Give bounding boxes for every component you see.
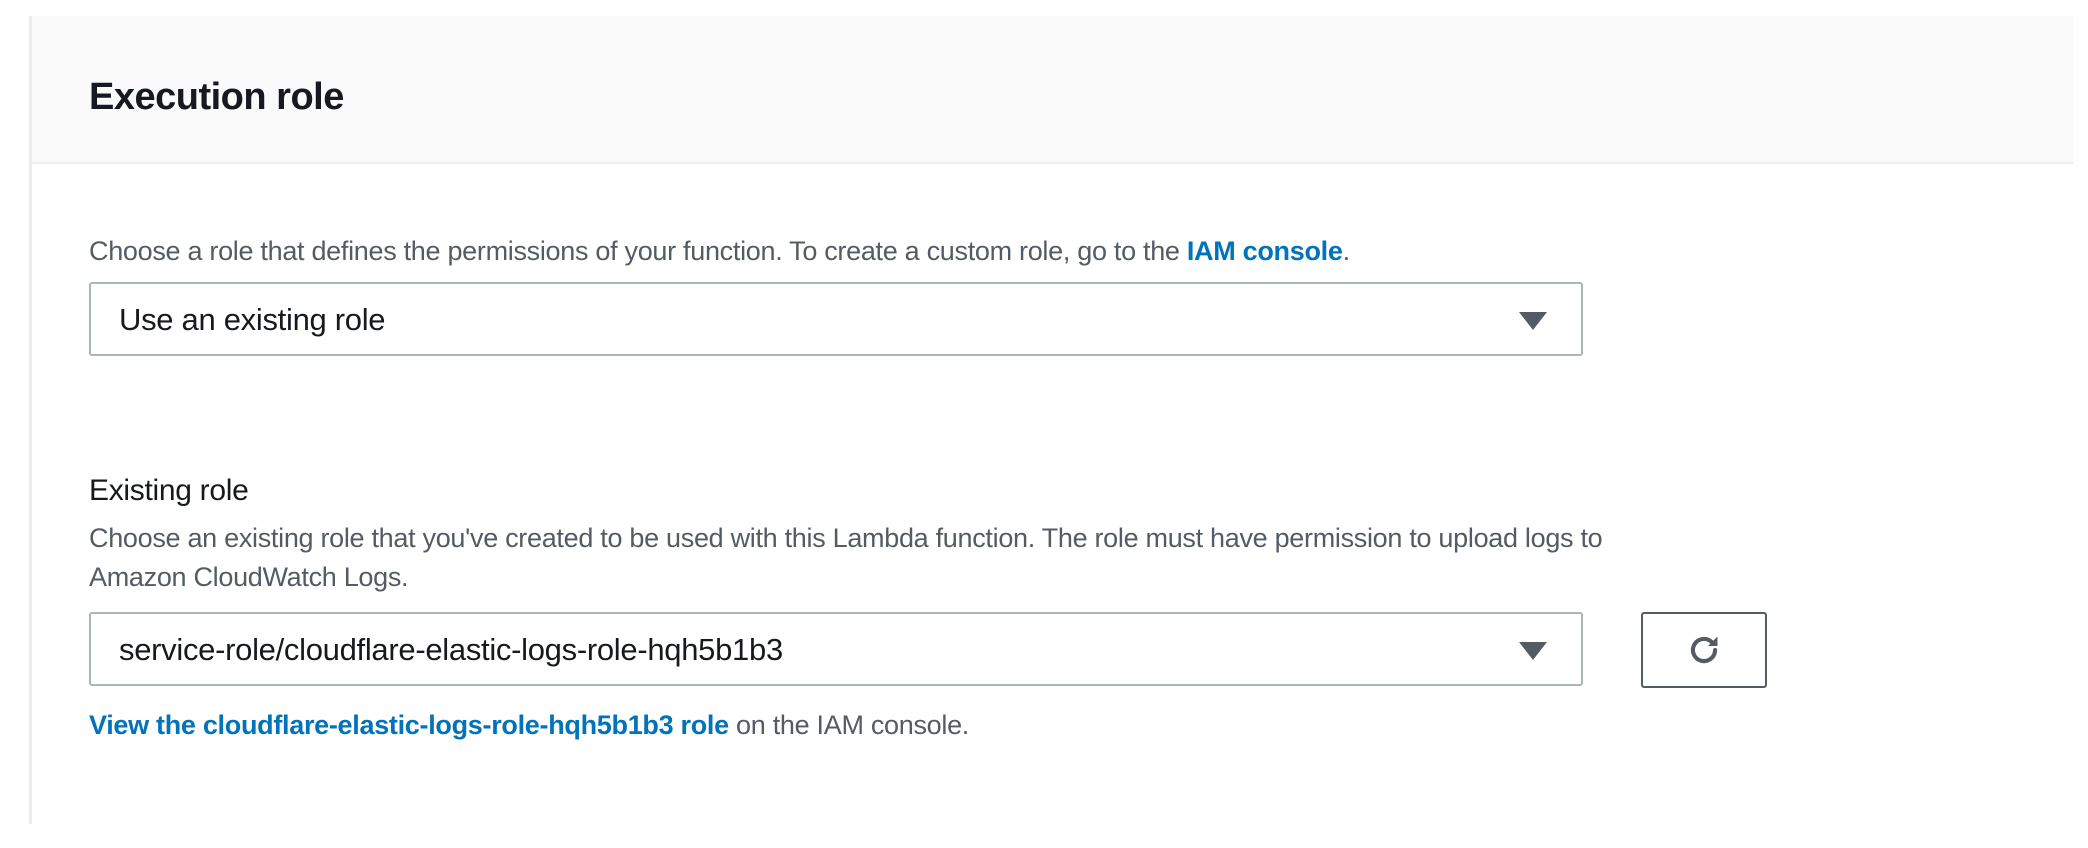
role-description: Choose a role that defines the permissio… — [89, 232, 1350, 271]
caret-down-icon — [1519, 642, 1547, 660]
view-role-link[interactable]: View the cloudflare-elastic-logs-role-hq… — [89, 710, 729, 740]
view-role-suffix: on the IAM console. — [728, 710, 969, 740]
description-period: . — [1342, 236, 1351, 266]
existing-role-value: service-role/cloudflare-elastic-logs-rol… — [119, 632, 783, 667]
iam-console-link[interactable]: IAM console — [1186, 236, 1343, 266]
description-text: Choose a role that defines the permissio… — [89, 236, 1187, 266]
existing-role-description-2: Amazon CloudWatch Logs. — [89, 562, 409, 592]
execution-role-panel: Execution role Choose a role that define… — [29, 16, 2073, 824]
existing-role-label: Existing role — [89, 474, 249, 507]
existing-role-select[interactable]: service-role/cloudflare-elastic-logs-rol… — [89, 612, 1583, 686]
role-type-value: Use an existing role — [119, 302, 386, 337]
existing-role-description-1: Choose an existing role that you've crea… — [89, 523, 1603, 553]
role-type-select[interactable]: Use an existing role — [89, 282, 1583, 356]
caret-down-icon — [1519, 312, 1547, 330]
refresh-icon — [1690, 636, 1718, 664]
section-title: Execution role — [89, 76, 344, 118]
panel-header: Execution role — [32, 16, 2073, 164]
view-role-line: View the cloudflare-elastic-logs-role-hq… — [89, 706, 969, 745]
refresh-button[interactable] — [1641, 612, 1767, 688]
